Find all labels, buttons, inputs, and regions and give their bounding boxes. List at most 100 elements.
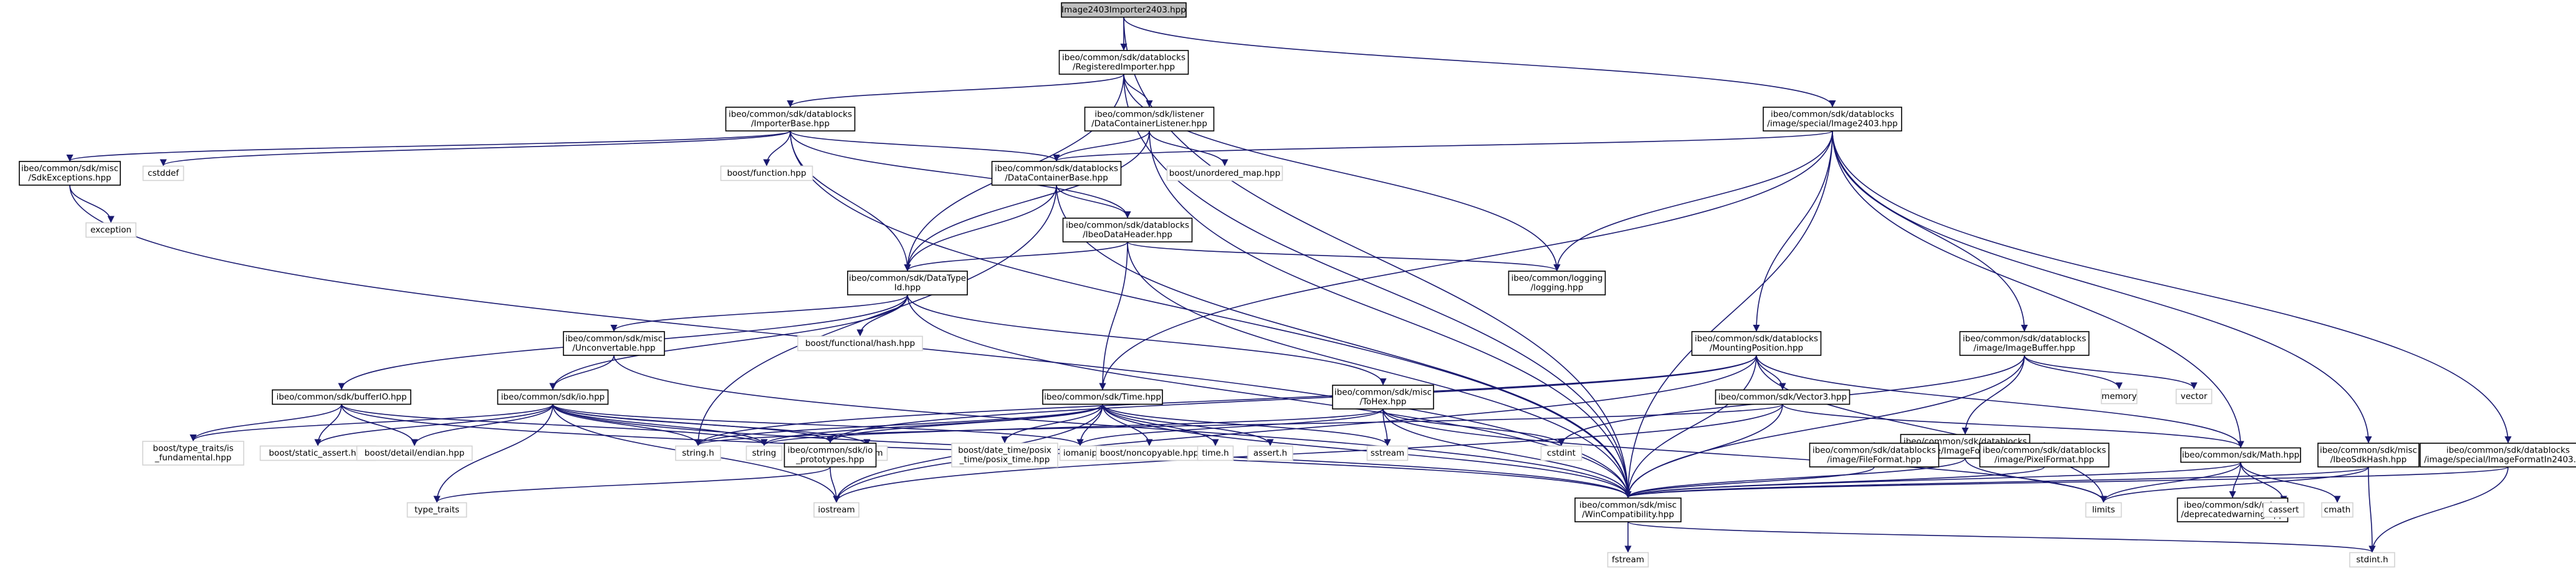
node-box: [563, 331, 665, 356]
dependency-edge: [1099, 241, 1128, 390]
dependency-edge: [1053, 130, 1150, 162]
nodes-layer: Image2403Importer2403.hpp ibeo/common/sdk…: [19, 2, 2576, 568]
dependency-edge: [856, 294, 908, 337]
node-label: /Unconvertable.hpp: [572, 343, 655, 353]
dependency-edge: [904, 130, 1150, 272]
node-box: [1809, 443, 1940, 468]
graph-node[interactable]: Image2403Importer2403.hpp: [1061, 2, 1187, 18]
graph-node[interactable]: cmath: [2321, 502, 2353, 518]
node-label: cstdint: [1547, 448, 1576, 458]
graph-node[interactable]: string: [745, 445, 783, 461]
dependency-edge: [2229, 462, 2241, 499]
graph-node[interactable]: ibeo/common/sdk/misc/WinCompatibility.hp…: [1574, 497, 1682, 522]
dependency-edge: [1961, 355, 2025, 435]
graph-node[interactable]: ibeo/common/sdk/datablocks/ImporterBase.…: [725, 107, 856, 132]
graph-node[interactable]: iomanip: [1059, 445, 1101, 461]
node-label: ibeo/common/sdk/Time.hpp: [1044, 392, 1161, 402]
node-box: [745, 445, 783, 461]
graph-node[interactable]: ibeo/common/sdk/Math.hpp: [2180, 447, 2301, 463]
graph-node[interactable]: ibeo/common/sdk/datablocks/image/FileFor…: [1809, 443, 1940, 468]
graph-node[interactable]: boost/date_time/posix_time/posix_time.hp…: [951, 443, 1058, 468]
node-label: type_traits: [414, 505, 459, 515]
graph-node[interactable]: ibeo/common/sdk/Time.hpp: [1042, 389, 1163, 405]
graph-node[interactable]: stdint.h: [2349, 552, 2395, 568]
graph-node[interactable]: ibeo/common/sdk/listener/DataContainerLi…: [1084, 107, 1215, 132]
dependency-edge: [1149, 130, 1632, 499]
graph-node[interactable]: boost/function.hpp: [720, 165, 813, 181]
graph-node[interactable]: exception: [85, 222, 136, 238]
node-box: [1332, 385, 1434, 410]
dependency-edge: [552, 403, 1084, 446]
node-label: _fundamental.hpp: [155, 453, 232, 463]
node-label: ibeo/common/sdk/datablocks: [1695, 334, 1818, 344]
graph-node[interactable]: ibeo/common/logging/logging.hpp: [1508, 271, 1606, 295]
node-label: ibeo/common/sdk/datablocks: [995, 164, 1118, 174]
graph-node[interactable]: string.h: [675, 445, 721, 461]
node-label: ibeo/common/sdk/datablocks: [2446, 446, 2570, 456]
graph-node[interactable]: ibeo/common/sdk/datablocks/RegisteredImp…: [1058, 50, 1189, 75]
node-label: assert.h: [1253, 448, 1287, 458]
dependency-edge: [694, 355, 1757, 446]
graph-node[interactable]: cstddef: [142, 165, 184, 181]
node-label: /IbeoSdkHash.hpp: [2330, 455, 2407, 465]
dependency-edge: [790, 130, 911, 272]
dependency-edge: [1102, 404, 1274, 446]
graph-node[interactable]: ibeo/common/sdk/misc/IbeoSdkHash.hpp: [2317, 443, 2420, 468]
graph-node[interactable]: limits: [2085, 502, 2122, 518]
node-label: /RegisteredImporter.hpp: [1073, 62, 1175, 72]
graph-node[interactable]: ibeo/common/sdk/datablocks/image/special…: [1763, 107, 1902, 132]
node-box: [1061, 2, 1187, 18]
dependency-edge: [160, 130, 791, 166]
graph-node[interactable]: ibeo/common/sdk/misc/SdkExceptions.hpp: [19, 161, 121, 186]
node-label: _prototypes.hpp: [795, 455, 864, 465]
graph-node[interactable]: assert.h: [1247, 445, 1293, 461]
node-box: [797, 335, 923, 352]
graph-node[interactable]: cassert: [2262, 502, 2305, 518]
graph-node[interactable]: ibeo/common/sdk/io.hpp: [497, 389, 609, 405]
graph-node[interactable]: boost/functional/hash.hpp: [797, 335, 923, 352]
node-label: ibeo/common/sdk/DataType: [849, 274, 966, 284]
graph-node[interactable]: type_traits: [406, 502, 467, 518]
node-label: memory: [2102, 391, 2137, 401]
dependency-edge: [552, 404, 834, 444]
graph-node[interactable]: cstdint: [1540, 445, 1582, 461]
graph-node[interactable]: ibeo/common/sdk/datablocks/DataContainer…: [991, 161, 1122, 186]
node-label: /image/FileFormat.hpp: [1827, 455, 1921, 465]
graph-node[interactable]: ibeo/common/sdk/misc/Unconvertable.hpp: [563, 331, 665, 356]
dependency-edge: [1553, 130, 1833, 272]
graph-node[interactable]: ibeo/common/sdk/Vector3.hpp: [1715, 389, 1851, 405]
graph-node[interactable]: ibeo/common/sdk/io_prototypes.hpp: [783, 443, 877, 468]
graph-node[interactable]: time.h: [1197, 445, 1234, 461]
graph-node[interactable]: boost/unordered_map.hpp: [1166, 165, 1283, 181]
graph-node[interactable]: sstream: [1366, 445, 1409, 461]
node-box: [142, 165, 184, 181]
graph-node[interactable]: ibeo/common/sdk/bufferIO.hpp: [272, 389, 411, 405]
graph-node[interactable]: fstream: [1607, 552, 1649, 568]
graph-node[interactable]: ibeo/common/sdk/datablocks/IbeoDataHeade…: [1062, 218, 1193, 242]
graph-node[interactable]: vector: [2175, 388, 2213, 405]
graph-node[interactable]: ibeo/common/sdk/misc/ToHex.hpp: [1332, 385, 1434, 410]
node-label: ibeo/common/sdk/datablocks: [729, 110, 852, 120]
node-label: /deprecatedwarning.hpp: [2181, 510, 2284, 520]
node-box: [2349, 552, 2395, 568]
graph-node[interactable]: ibeo/common/sdk/datablocks/image/PixelFo…: [1979, 443, 2110, 468]
graph-node[interactable]: boost/noncopyable.hpp: [1096, 445, 1203, 461]
node-box: [2321, 502, 2353, 518]
graph-node[interactable]: iostream: [813, 502, 859, 518]
graph-node[interactable]: boost/type_traits/is_fundamental.hpp: [142, 441, 244, 466]
node-label: /image/ImageBuffer.hpp: [1973, 343, 2075, 353]
dependency-edge: [1056, 185, 1131, 219]
dependency-edge: [1624, 130, 1833, 499]
graph-node[interactable]: boost/detail/endian.hpp: [356, 445, 473, 461]
graph-node[interactable]: ibeo/common/sdk/datablocks/image/special…: [2420, 443, 2576, 468]
dependency-edge: [1127, 241, 1561, 272]
dependency-edge: [1627, 521, 2376, 553]
graph-node[interactable]: boost/static_assert.hpp: [259, 445, 376, 461]
node-box: [2180, 447, 2301, 463]
node-label: boost/detail/endian.hpp: [365, 448, 464, 458]
graph-node[interactable]: memory: [2100, 388, 2138, 405]
graph-node[interactable]: ibeo/common/sdk/datablocks/MountingPosit…: [1691, 331, 1822, 356]
graph-node[interactable]: ibeo/common/sdk/datablocks/image/ImageBu…: [1959, 331, 2090, 356]
node-label: /logging.hpp: [1531, 283, 1584, 293]
